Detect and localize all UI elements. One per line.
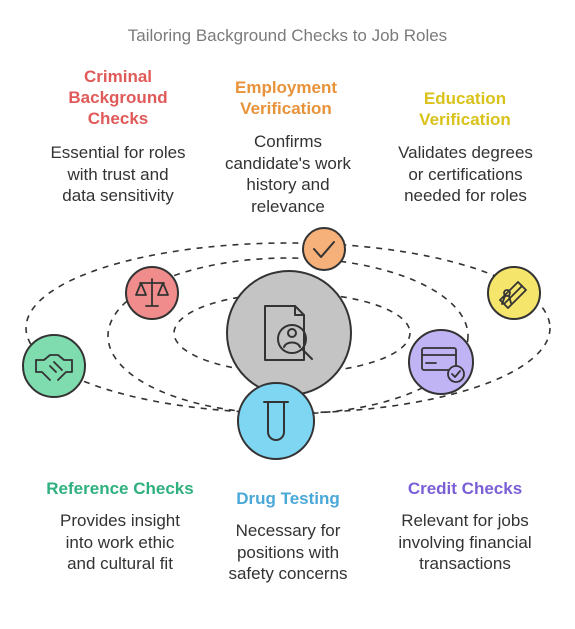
reference-heading: Reference Checks (46, 479, 194, 498)
diploma-icon (499, 281, 527, 309)
center-node (226, 270, 352, 396)
candidate-search-icon (264, 305, 313, 361)
criminal-description: Essential for roles with trust and data … (50, 143, 186, 205)
criminal-node (125, 266, 179, 320)
education-heading: Education Verification (419, 89, 511, 129)
education-description: Validates degrees or certifications need… (398, 143, 533, 205)
test-tube-icon (263, 401, 289, 441)
checkmark-icon (313, 241, 335, 258)
middle-orbit (107, 257, 469, 415)
reference-node (22, 334, 86, 398)
drug-heading: Drug Testing (236, 489, 340, 508)
reference-description: Provides insight into work ethic and cul… (59, 511, 180, 573)
inner-orbit (173, 292, 411, 374)
handshake-icon (35, 354, 73, 381)
employment-heading: Employment Verification (234, 78, 338, 118)
credit-heading: Credit Checks (407, 479, 523, 498)
credit-node (408, 329, 474, 395)
scales-icon (135, 278, 169, 307)
criminal-heading: Criminal Background Checks (68, 67, 168, 128)
diagram-title: Tailoring Background Checks to Job Roles (127, 26, 448, 45)
drug-node (237, 382, 315, 460)
employment-description: Confirms candidate's work history and re… (224, 132, 352, 216)
employment-node (302, 227, 346, 271)
drug-description: Necessary for positions with safety conc… (228, 521, 348, 583)
education-node (487, 266, 541, 320)
credit-description: Relevant for jobs involving financial tr… (398, 511, 532, 573)
credit-card-icon (421, 347, 465, 383)
